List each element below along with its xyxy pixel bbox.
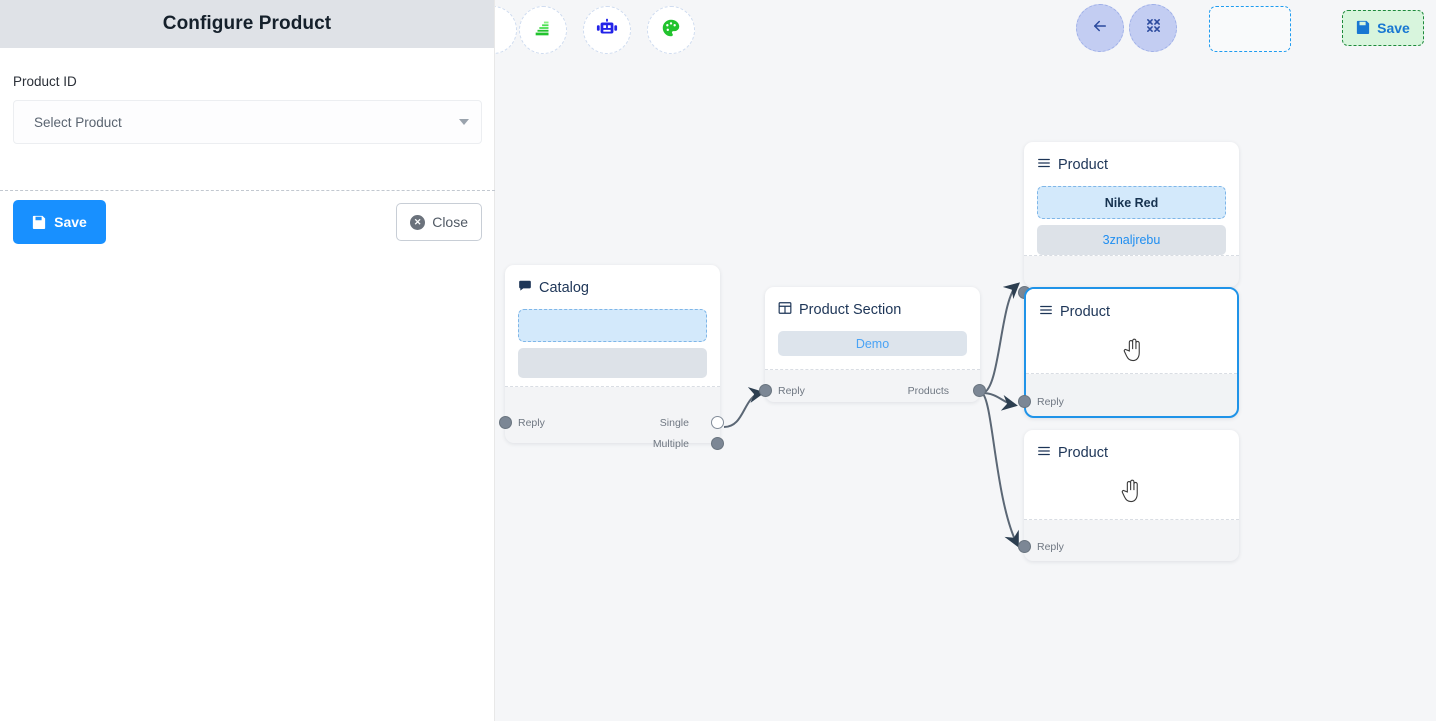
node-product-3-title: Product bbox=[1037, 444, 1226, 462]
panel-divider bbox=[0, 190, 495, 191]
panel-header: Configure Product bbox=[0, 0, 494, 48]
chevron-down-icon bbox=[459, 119, 469, 125]
product-id-label: Product ID bbox=[13, 74, 77, 89]
catalog-slot-dashed[interactable] bbox=[518, 309, 707, 342]
panel-body: Product ID Select Product bbox=[0, 48, 494, 144]
robot-icon bbox=[596, 17, 618, 44]
port-multiple-catalog[interactable] bbox=[711, 437, 724, 450]
product-1-slot-gray[interactable]: 3znaljrebu bbox=[1037, 225, 1226, 255]
port-single-catalog[interactable] bbox=[711, 416, 724, 429]
floppy-disk-icon bbox=[1356, 20, 1370, 37]
node-product-2-card: Product bbox=[1026, 289, 1237, 374]
product-select-value: Select Product bbox=[34, 114, 122, 130]
port-label-single: Single bbox=[659, 417, 689, 429]
node-product-section-title: Product Section bbox=[778, 301, 967, 319]
floppy-disk-icon bbox=[32, 215, 46, 229]
page-title: Configure Product bbox=[162, 13, 332, 34]
save-button-label: Save bbox=[54, 214, 87, 230]
port-label-products: Products bbox=[907, 385, 949, 397]
list-lines-icon bbox=[1039, 303, 1053, 321]
node-product-section-card: Product Section Demo bbox=[765, 287, 980, 370]
node-product-section-footer: Reply Products bbox=[759, 370, 986, 485]
panel-actions: Save ✕ Close bbox=[0, 200, 495, 244]
port-label-multiple: Multiple bbox=[652, 438, 689, 450]
node-product-1-title: Product bbox=[1037, 156, 1226, 174]
port-reply-product-3[interactable] bbox=[1018, 540, 1031, 553]
edge-layer bbox=[723, 282, 1020, 548]
toolbar-item-layers[interactable] bbox=[519, 6, 567, 54]
edge-section-to-product-2 bbox=[981, 392, 1018, 411]
node-product-3-footer: Reply bbox=[1018, 520, 1239, 651]
node-title-text: Product bbox=[1058, 157, 1108, 173]
port-reply-product-2[interactable] bbox=[1018, 395, 1031, 408]
canvas-save-button[interactable]: Save bbox=[1342, 10, 1424, 46]
palette-icon bbox=[660, 17, 682, 44]
node-product-2-title: Product bbox=[1039, 303, 1224, 321]
toolbar-dropzone[interactable] bbox=[1209, 6, 1291, 52]
node-catalog-footer: Reply Single Multiple bbox=[499, 387, 724, 565]
port-label-reply: Reply bbox=[778, 385, 805, 397]
node-product-section[interactable]: Product Section Demo Reply Products bbox=[759, 287, 986, 402]
layers-stack-icon bbox=[532, 17, 554, 44]
save-button[interactable]: Save bbox=[13, 200, 106, 244]
node-title-text: Product bbox=[1060, 304, 1110, 320]
node-title-text: Product Section bbox=[799, 302, 902, 318]
table-grid-icon bbox=[778, 301, 792, 319]
node-catalog-card: Catalog bbox=[505, 265, 720, 387]
toolbar-item-robot[interactable] bbox=[583, 6, 631, 54]
node-product-1-card: Product Nike Red 3znaljrebu bbox=[1024, 142, 1239, 256]
collapse-button[interactable] bbox=[1129, 4, 1177, 52]
close-circle-icon: ✕ bbox=[410, 214, 426, 230]
node-catalog-title: Catalog bbox=[518, 279, 707, 297]
product-section-demo-button[interactable]: Demo bbox=[778, 331, 967, 356]
port-label-reply: Reply bbox=[1037, 396, 1064, 408]
canvas-save-label: Save bbox=[1377, 20, 1410, 36]
list-lines-icon bbox=[1037, 156, 1051, 174]
collapse-icon bbox=[1145, 17, 1162, 39]
chat-bubble-icon bbox=[518, 279, 532, 297]
back-button[interactable] bbox=[1076, 4, 1124, 52]
close-button-label: Close bbox=[432, 214, 468, 230]
port-products-product-section[interactable] bbox=[973, 384, 986, 397]
node-title-text: Catalog bbox=[539, 280, 589, 296]
node-catalog[interactable]: Catalog Reply Single Multiple bbox=[499, 265, 724, 450]
node-product-2-footer: Reply bbox=[1018, 374, 1237, 501]
port-label-reply: Reply bbox=[518, 417, 545, 429]
edge-section-to-product-3 bbox=[981, 392, 1019, 548]
product-1-slot-dashed[interactable]: Nike Red bbox=[1037, 186, 1226, 219]
node-product-3-card: Product bbox=[1024, 430, 1239, 520]
node-product-3[interactable]: Product Reply bbox=[1018, 430, 1239, 561]
catalog-slot-gray[interactable] bbox=[518, 348, 707, 378]
arrow-left-icon bbox=[1091, 17, 1109, 40]
node-product-2[interactable]: Product Reply bbox=[1018, 287, 1239, 418]
port-reply-catalog[interactable] bbox=[499, 416, 512, 429]
product-select[interactable]: Select Product bbox=[13, 100, 482, 144]
product-3-empty-body[interactable] bbox=[1037, 474, 1226, 526]
flow-canvas[interactable]: Save Catalog Reply Single bbox=[495, 0, 1436, 721]
node-title-text: Product bbox=[1058, 445, 1108, 461]
edge-catalog-to-section bbox=[723, 387, 765, 428]
list-lines-icon bbox=[1037, 444, 1051, 462]
port-label-reply: Reply bbox=[1037, 541, 1064, 553]
toolbar-item-palette[interactable] bbox=[647, 6, 695, 54]
configure-product-panel: Configure Product Product ID Select Prod… bbox=[0, 0, 495, 721]
node-product-1[interactable]: Product Nike Red 3znaljrebu Reply bbox=[1018, 142, 1239, 299]
edge-section-to-product-1 bbox=[981, 282, 1020, 394]
close-button[interactable]: ✕ Close bbox=[396, 203, 482, 241]
port-reply-product-section[interactable] bbox=[759, 384, 772, 397]
